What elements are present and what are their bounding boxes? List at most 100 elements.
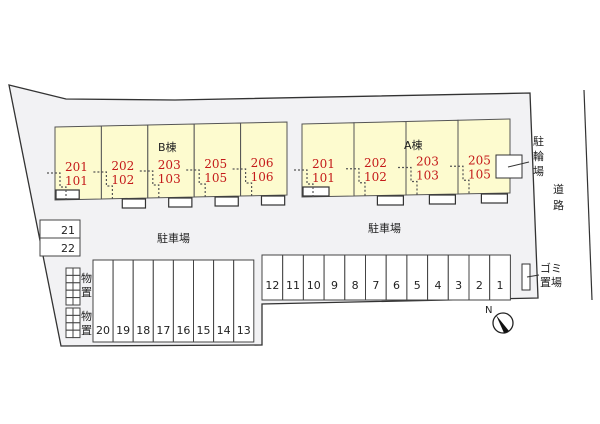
parking-number: 17 xyxy=(156,324,170,337)
room-number-lower: 106 xyxy=(251,170,274,184)
parking-number: 11 xyxy=(286,279,300,292)
stair-line xyxy=(398,166,418,195)
room-number-upper: 202 xyxy=(364,156,387,170)
balcony xyxy=(260,195,286,206)
balcony xyxy=(55,189,80,200)
parking-number: 18 xyxy=(136,324,150,337)
leader-line xyxy=(526,274,540,278)
parking-number: 21 xyxy=(61,224,75,237)
stair-line xyxy=(450,165,470,194)
parking-spot xyxy=(302,254,325,301)
road-label-2: 路 xyxy=(553,199,564,212)
storage-label: 物 xyxy=(81,271,92,285)
stair-line xyxy=(294,169,314,197)
parking-number: 14 xyxy=(217,324,231,337)
parking-spot xyxy=(406,254,429,301)
storage-sheds xyxy=(65,267,81,339)
room-number-lower: 102 xyxy=(364,170,387,184)
room-number-upper: 206 xyxy=(251,156,274,170)
road-edge xyxy=(583,89,593,301)
balcony xyxy=(302,186,330,197)
balcony xyxy=(376,195,404,206)
north-label: N xyxy=(485,305,492,316)
balcony xyxy=(214,196,239,207)
storage-label: 置 xyxy=(81,286,92,299)
parking-number: 15 xyxy=(197,324,211,337)
parking-number: 3 xyxy=(455,279,462,292)
parking-label-left: 駐車場 xyxy=(157,231,190,245)
room-number-upper: 202 xyxy=(111,159,134,173)
parking-number: 10 xyxy=(307,279,321,292)
leader-line xyxy=(507,161,530,168)
parking-spot xyxy=(323,254,346,301)
parking-number: 22 xyxy=(61,242,75,255)
parking-label-right: 駐車場 xyxy=(368,221,401,235)
room-number-upper: 205 xyxy=(468,153,491,167)
parking-spot xyxy=(447,254,470,301)
storage-cell xyxy=(72,297,81,306)
balcony xyxy=(480,193,508,204)
parking-number: 12 xyxy=(265,279,279,292)
storage-cell xyxy=(65,297,74,306)
parking-number: 6 xyxy=(393,279,400,292)
parking-number: 2 xyxy=(476,279,483,292)
storage-cell xyxy=(65,267,74,276)
parking-number: 19 xyxy=(116,324,130,337)
stair-line xyxy=(346,168,366,196)
room-number-lower: 101 xyxy=(312,171,335,185)
room-number-lower: 103 xyxy=(416,169,439,183)
road-label-1: 道 xyxy=(553,182,564,196)
parking-number: 1 xyxy=(497,279,504,292)
bike-parking-label-1: 駐 xyxy=(533,134,544,148)
room-number-upper: 205 xyxy=(204,157,227,171)
storage-cell xyxy=(72,314,81,324)
room-number-lower: 105 xyxy=(204,171,227,185)
room-number-lower: 101 xyxy=(65,174,88,188)
balcony xyxy=(428,194,456,205)
storage-cell xyxy=(72,307,81,316)
stair-line xyxy=(186,169,206,197)
parking-spot xyxy=(468,254,491,301)
balcony xyxy=(168,197,193,208)
room-number-lower: 105 xyxy=(468,167,491,181)
room-number-upper: 201 xyxy=(65,160,88,174)
parking-number: 9 xyxy=(331,279,338,292)
parking-spot xyxy=(282,254,304,301)
storage-cell xyxy=(65,314,74,324)
storage-cell xyxy=(72,289,81,299)
storage-cell xyxy=(72,267,81,276)
storage-cell xyxy=(65,307,74,316)
parking-spot xyxy=(344,254,366,301)
garbage-label-1: ゴミ xyxy=(540,261,562,275)
parking-number: 4 xyxy=(434,279,441,292)
storage-cell xyxy=(65,282,74,291)
room-number-upper: 203 xyxy=(416,155,439,169)
balcony xyxy=(121,198,147,209)
building-a-label: A棟 xyxy=(404,138,423,152)
storage-cell xyxy=(65,322,74,331)
storage-label: 置 xyxy=(81,324,92,337)
storage-cell xyxy=(72,329,81,339)
room-number-upper: 201 xyxy=(312,157,335,171)
parking-spot xyxy=(385,254,408,301)
parking-number: 7 xyxy=(372,279,379,292)
storage-cell xyxy=(72,282,81,291)
bike-parking-label-2: 輪 xyxy=(533,149,544,163)
room-number-upper: 203 xyxy=(158,158,181,172)
room-number-lower: 102 xyxy=(111,173,134,187)
parking-spot xyxy=(233,259,255,343)
storage-cell xyxy=(65,289,74,299)
room-number-lower: 103 xyxy=(158,172,181,186)
storage-cell xyxy=(72,274,81,284)
parking-spot xyxy=(365,254,387,301)
stair-line xyxy=(232,168,253,196)
stair-line xyxy=(93,171,113,199)
north-compass-icon: N xyxy=(485,305,514,334)
stair-line xyxy=(47,172,67,200)
bike-parking-label-3: 場 xyxy=(533,165,544,178)
parking-spot xyxy=(489,254,511,301)
